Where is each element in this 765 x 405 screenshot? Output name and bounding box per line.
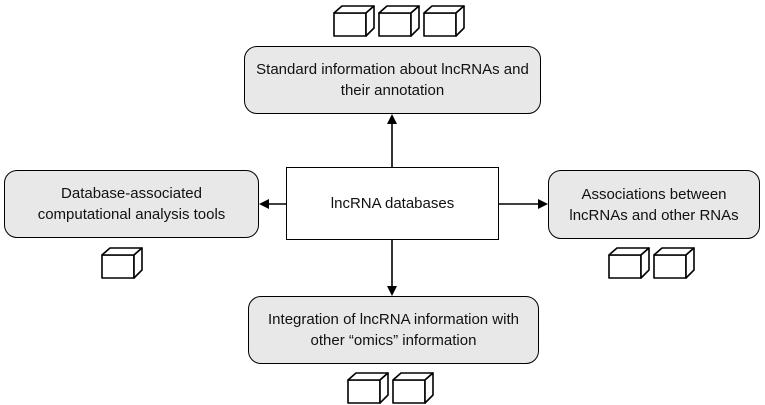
standard-information-line1: Standard information about lncRNAs and: [256, 61, 529, 78]
cube-icons-top: [333, 5, 465, 37]
cube-icons-left: [101, 247, 143, 279]
omics-integration-line1: Integration of lncRNA information with: [268, 311, 519, 328]
lncrna-databases-label: lncRNA databases: [330, 195, 455, 212]
omics-integration-box: Integration of lncRNA information with o…: [248, 296, 539, 364]
cube-icon: [653, 247, 695, 279]
cube-icon: [608, 247, 650, 279]
cube-icons-bottom: [347, 372, 434, 404]
cube-icon: [347, 372, 389, 404]
rna-associations-box: Associations between lncRNAs and other R…: [548, 170, 760, 239]
omics-integration-line2: other “omics” information: [310, 332, 477, 349]
cube-icon: [101, 247, 143, 279]
standard-information-line2: their annotation: [340, 82, 445, 99]
cube-icon: [378, 5, 420, 37]
analysis-tools-box: Database-associated computational analys…: [4, 170, 259, 238]
rna-associations-line1: Associations between: [581, 185, 727, 203]
standard-information-box: Standard information about lncRNAs and t…: [244, 46, 541, 114]
analysis-tools-line1: Database-associated: [61, 185, 202, 202]
cube-icon: [423, 5, 465, 37]
cube-icon: [392, 372, 434, 404]
lncrna-databases-box: lncRNA databases: [286, 167, 499, 240]
analysis-tools-line2: computational analysis tools: [37, 206, 226, 223]
cube-icons-right: [608, 247, 695, 279]
rna-associations-line2: lncRNAs and other RNAs: [569, 206, 739, 224]
cube-icon: [333, 5, 375, 37]
